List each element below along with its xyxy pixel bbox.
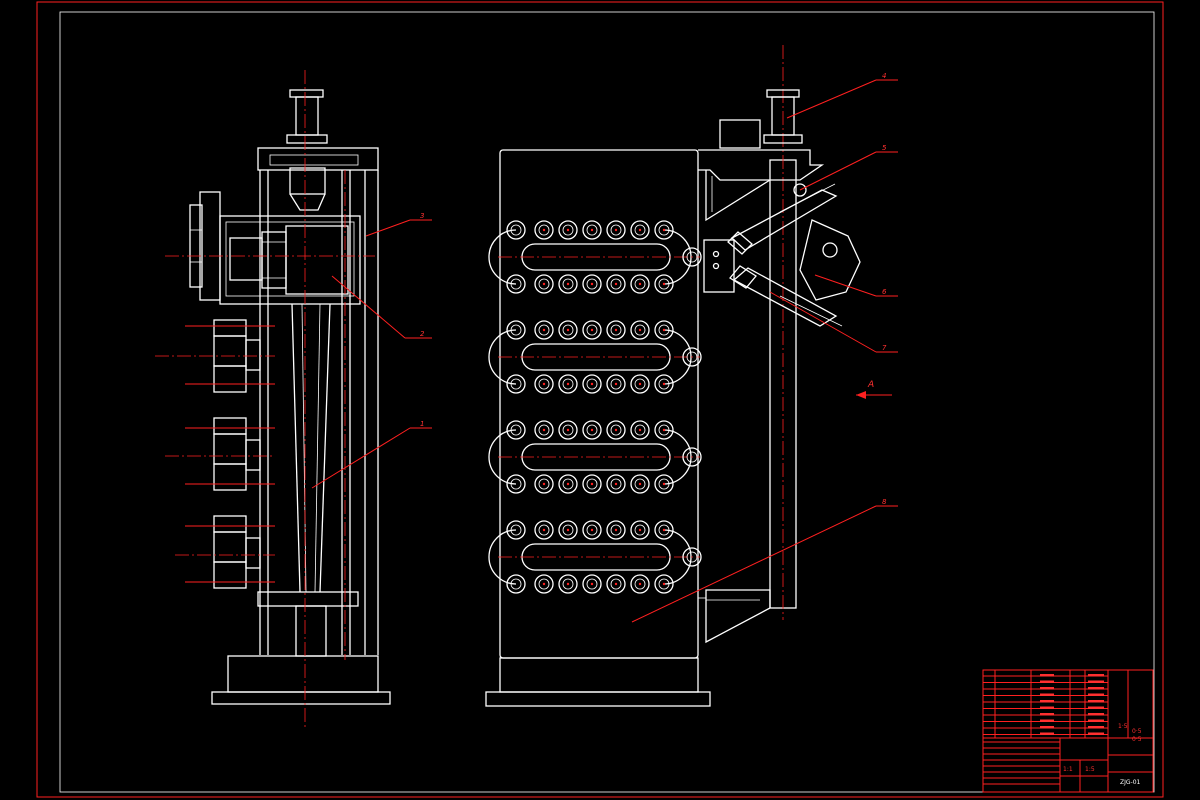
coil-circle	[506, 474, 526, 494]
coil-circle	[534, 574, 554, 594]
coil-circle	[534, 474, 554, 494]
coil-circle	[630, 274, 650, 294]
coil-circle	[582, 320, 602, 340]
part-label-1: 1	[420, 420, 424, 428]
coil-circle	[606, 420, 626, 440]
coil-circle	[558, 474, 578, 494]
coil-circle	[558, 374, 578, 394]
leader-lines	[311, 79, 898, 623]
coil-circle	[654, 420, 674, 440]
front-view	[485, 45, 892, 707]
coil-circle	[654, 220, 674, 240]
part-label-2: 2	[420, 330, 425, 338]
part-labels: 1 2 3 4 5 6 7 8 A	[420, 72, 887, 506]
coil-circle	[558, 320, 578, 340]
coil-circle	[534, 374, 554, 394]
coil-circle	[682, 547, 702, 567]
coil-circle	[606, 574, 626, 594]
coil-circle	[630, 520, 650, 540]
coil-circle	[630, 574, 650, 594]
view-marker-a: A	[867, 380, 874, 390]
coil-circle	[534, 220, 554, 240]
coil-circle	[558, 420, 578, 440]
coil-circle	[558, 274, 578, 294]
coil-circle	[506, 320, 526, 340]
coil-circle	[630, 420, 650, 440]
inner-border	[59, 11, 1155, 793]
part-label-7: 7	[882, 344, 887, 352]
part-label-8: 8	[882, 498, 887, 506]
coil-circle	[506, 374, 526, 394]
part-label-5: 5	[882, 144, 887, 152]
coil-circle	[682, 247, 702, 267]
coil-circle	[630, 220, 650, 240]
coil-circle	[582, 420, 602, 440]
coil-circle	[654, 520, 674, 540]
coil-circle	[682, 347, 702, 367]
coil-loop-left	[488, 529, 517, 585]
coil-loop-left	[488, 429, 517, 485]
coil-circle	[506, 220, 526, 240]
coil-circle	[654, 574, 674, 594]
coil-circle	[506, 420, 526, 440]
coil-circle	[682, 447, 702, 467]
dimension-cell-2: 0·5	[1132, 728, 1142, 735]
coil-circle	[534, 520, 554, 540]
coil-circle	[630, 374, 650, 394]
title-block[interactable]: 1·5 0·5 0·5 1:1 1:5 ZJG-01	[982, 669, 1154, 793]
coil-circle	[506, 574, 526, 594]
coil-circle	[582, 474, 602, 494]
coil-circle	[582, 520, 602, 540]
coil-circle	[534, 274, 554, 294]
outer-border	[36, 1, 1164, 798]
coil-circle	[582, 374, 602, 394]
coil-circle	[606, 520, 626, 540]
coil-circle	[606, 320, 626, 340]
coil-circle	[534, 420, 554, 440]
coil-circle	[558, 520, 578, 540]
coil-circle	[582, 220, 602, 240]
dimension-cell-1: 1·5	[1118, 723, 1128, 730]
coil-circle	[506, 274, 526, 294]
coil-circle	[606, 220, 626, 240]
coil-circle	[654, 274, 674, 294]
drawing-number: ZJG-01	[1120, 779, 1141, 786]
coil-circle	[606, 274, 626, 294]
coil-loop-left	[488, 329, 517, 385]
coil-circle	[654, 474, 674, 494]
coil-circle	[630, 474, 650, 494]
coil-circle	[606, 474, 626, 494]
part-label-3: 3	[420, 212, 424, 220]
scale-value-2: 1:5	[1085, 766, 1095, 773]
coil-loop-left	[488, 229, 517, 285]
part-label-6: 6	[882, 288, 887, 296]
side-view	[155, 70, 391, 730]
coil-circle	[534, 320, 554, 340]
scale-value-1: 1:1	[1063, 766, 1073, 773]
coil-circle	[654, 374, 674, 394]
coil-circle	[558, 574, 578, 594]
dimension-cell-3: 0·5	[1132, 736, 1142, 743]
coil-circle	[582, 274, 602, 294]
coil-circle	[606, 374, 626, 394]
coil-rows	[488, 220, 702, 594]
coil-circle	[582, 574, 602, 594]
part-label-4: 4	[882, 72, 886, 80]
coil-circle	[654, 320, 674, 340]
coil-circle	[506, 520, 526, 540]
coil-circle	[558, 220, 578, 240]
coil-circle	[630, 320, 650, 340]
